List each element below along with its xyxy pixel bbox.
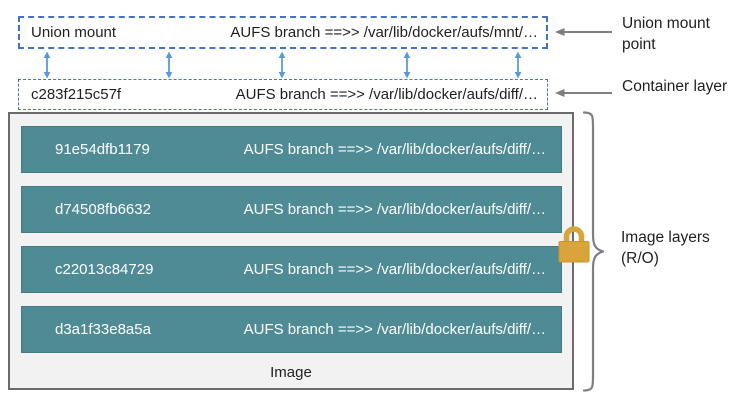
container-layer-label: Container layer (622, 78, 728, 95)
bidirectional-arrow-icon (43, 51, 51, 79)
layer-branch-path: AUFS branch ==>> /var/lib/docker/aufs/di… (243, 261, 546, 278)
lock-icon (558, 226, 590, 263)
image-layer-row: 91e54dfb1179 AUFS branch ==>> /var/lib/d… (21, 126, 562, 173)
layer-id: d3a1f33e8a5a (55, 321, 151, 338)
container-layer-id: c283f215c57f (31, 86, 122, 103)
image-caption: Image (270, 364, 312, 381)
image-layer-row: d74508fb6632 AUFS branch ==>> /var/lib/d… (21, 186, 562, 233)
curly-brace-icon (582, 111, 604, 392)
layer-id: d74508fb6632 (55, 201, 151, 218)
union-mount-branch-path: AUFS branch ==>> /var/lib/docker/aufs/mn… (230, 24, 538, 41)
container-layer-branch-path: AUFS branch ==>> /var/lib/docker/aufs/di… (235, 86, 538, 103)
layer-branch-path: AUFS branch ==>> /var/lib/docker/aufs/di… (243, 201, 546, 218)
bidirectional-arrow-icon (403, 51, 411, 79)
layer-id: c22013c84729 (55, 261, 154, 278)
container-layer-box: c283f215c57f AUFS branch ==>> /var/lib/d… (18, 79, 548, 110)
image-layer-row: c22013c84729 AUFS branch ==>> /var/lib/d… (21, 246, 562, 293)
image-layer-row: d3a1f33e8a5a AUFS branch ==>> /var/lib/d… (21, 306, 562, 353)
bidirectional-arrow-icon (278, 51, 286, 79)
image-layers-label: Image layers (R/O) (621, 229, 710, 267)
left-arrow-icon (555, 89, 612, 97)
bidirectional-arrow-icon (165, 51, 173, 79)
layer-branch-path: AUFS branch ==>> /var/lib/docker/aufs/di… (243, 321, 546, 338)
union-mount-box: Union mount AUFS branch ==>> /var/lib/do… (18, 16, 548, 49)
layer-id: 91e54dfb1179 (55, 141, 150, 158)
bidirectional-arrow-icon (514, 51, 522, 79)
union-mount-point-label: Union mount point (622, 15, 710, 53)
union-mount-label: Union mount (31, 24, 117, 41)
left-arrow-icon (555, 28, 612, 36)
layer-branch-path: AUFS branch ==>> /var/lib/docker/aufs/di… (243, 141, 546, 158)
image-box: 91e54dfb1179 AUFS branch ==>> /var/lib/d… (8, 112, 574, 390)
